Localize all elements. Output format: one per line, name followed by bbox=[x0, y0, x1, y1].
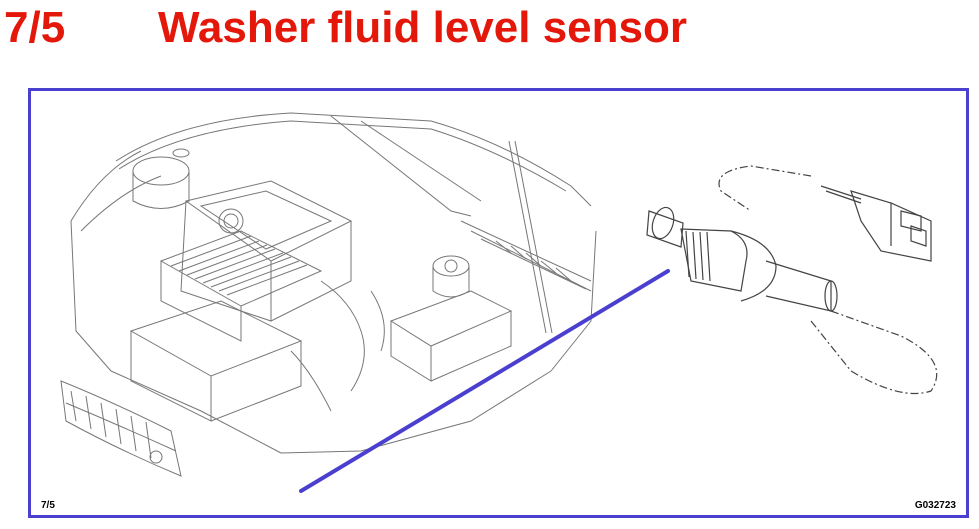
figure-code: G032723 bbox=[914, 500, 956, 511]
page-title: Washer fluid level sensor bbox=[158, 3, 687, 52]
battery-box bbox=[389, 290, 513, 382]
callout-pointer-line bbox=[299, 269, 670, 493]
sensor-wire-upper bbox=[718, 165, 812, 212]
section-number: 7/5 bbox=[4, 3, 66, 52]
sensor-connector bbox=[820, 185, 932, 262]
coolant-reservoir bbox=[132, 148, 190, 209]
sensor-body bbox=[646, 206, 838, 312]
figure-page-ref: 7/5 bbox=[41, 500, 55, 511]
air-filter-box bbox=[129, 300, 303, 422]
cowl bbox=[460, 220, 592, 292]
engine-block bbox=[180, 180, 353, 322]
engine-bay-diagram bbox=[60, 112, 938, 493]
washer-reservoir bbox=[432, 255, 470, 298]
body-outline bbox=[70, 150, 597, 454]
figure-frame: 7/5 G032723 bbox=[28, 88, 969, 518]
sensor-wire-lower bbox=[810, 310, 938, 395]
intake-manifold bbox=[159, 230, 323, 342]
sensor-detail bbox=[646, 165, 938, 395]
hood-strut bbox=[508, 140, 553, 334]
grille bbox=[60, 380, 182, 477]
hoses bbox=[290, 280, 385, 412]
